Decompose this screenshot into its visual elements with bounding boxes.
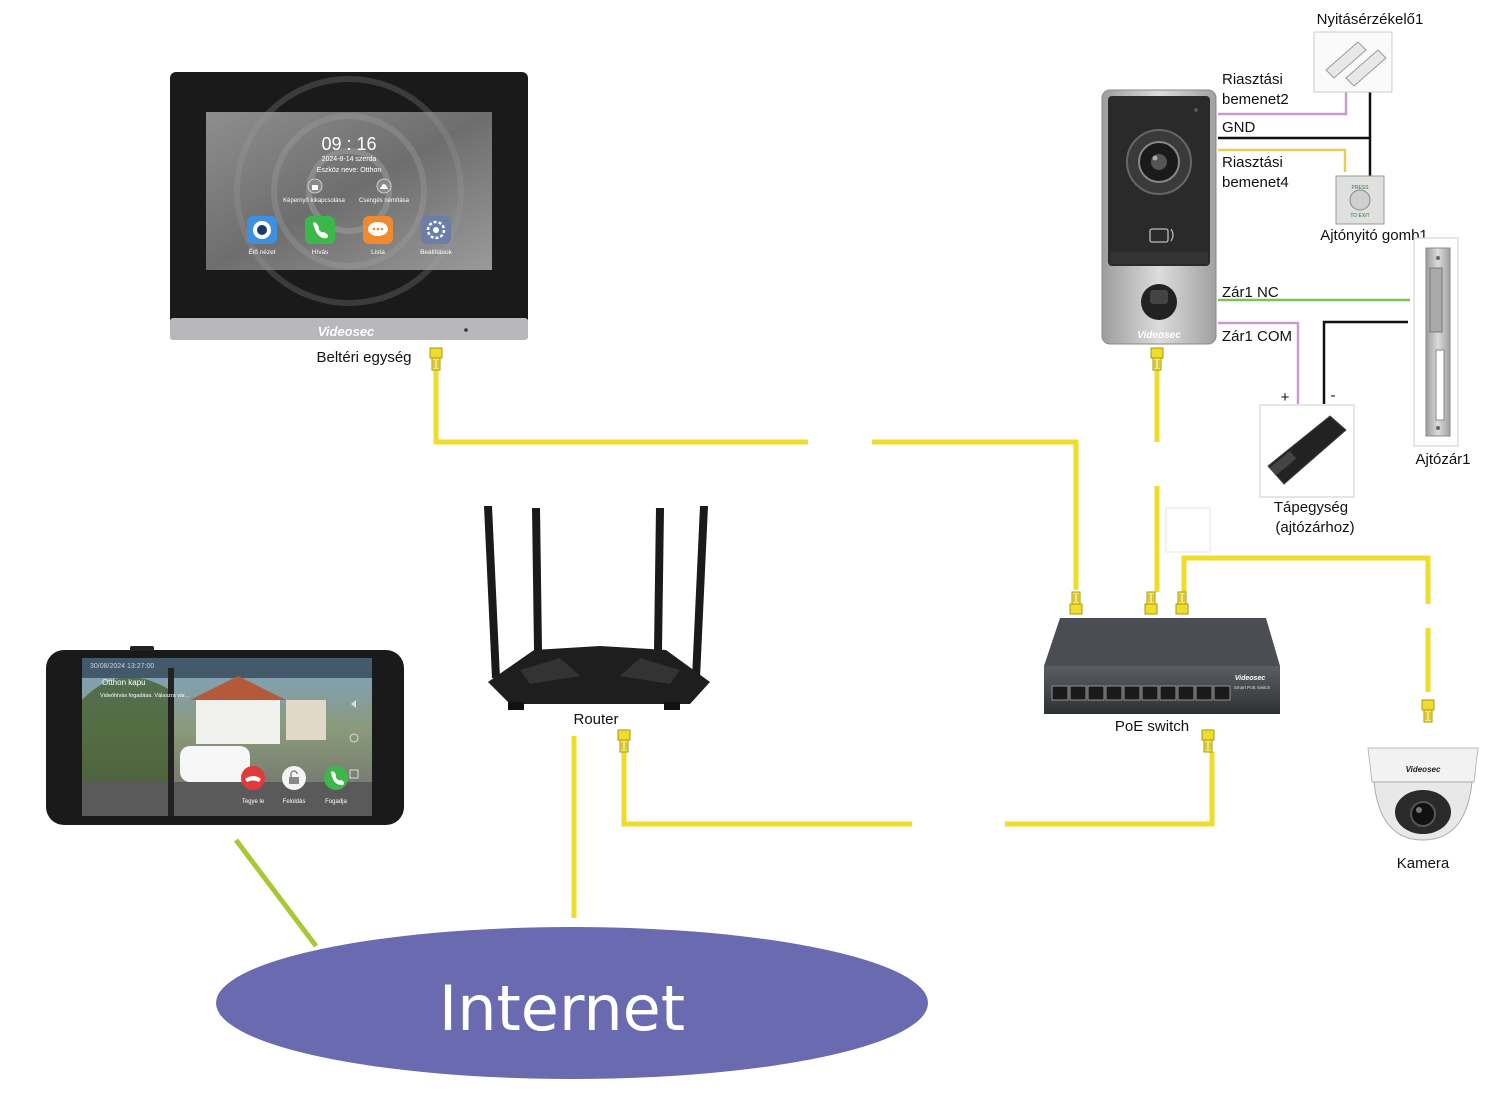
switch-ports (1051, 685, 1231, 701)
switch-sub: Smart PoE Switch (1234, 685, 1271, 690)
app-live-view-label: Élő nézet (248, 247, 275, 256)
cable-router-to-switch-left (621, 752, 912, 827)
app-list-label: Lista (371, 249, 385, 256)
power-supply-label-1: Tápegység (1274, 499, 1348, 516)
phone-message: Videóhívás fogadása. Válaszra vár... (100, 693, 190, 699)
exit-button-top-text: PRESS (1352, 185, 1370, 191)
internet-cloud (216, 927, 928, 1079)
nfc-card-icon (1149, 228, 1174, 243)
bell-icon (376, 178, 392, 194)
power-supply-plus: + (1281, 389, 1290, 406)
indoor-monitor: 09 : 16 2024-8-14 szerda Eszköz neve: Ot… (170, 72, 528, 340)
live-view-icon (247, 216, 277, 244)
phone-unlock-label: Feloldás (283, 799, 306, 805)
call-icon (305, 216, 335, 244)
internet-label: Internet (439, 972, 685, 1045)
door-lock (1413, 237, 1459, 447)
door-sensor (1313, 31, 1393, 93)
phone-hangup-label: Tegye le (242, 799, 265, 805)
router-label: Router (573, 711, 618, 728)
power-supply (1259, 404, 1355, 498)
app-settings-label: Beállítások (420, 249, 453, 256)
monitor-screen-lock-label: Képernyő kikapcsolása (283, 198, 345, 204)
alarm-input-2-label-2: bemenet2 (1222, 91, 1289, 108)
unlock-icon (282, 766, 306, 790)
indoor-unit-label: Beltéri egység (316, 349, 411, 366)
switch-brand: Videosec (1235, 675, 1266, 682)
door-station: Videosec (1101, 89, 1217, 345)
poe-switch-label: PoE switch (1115, 718, 1189, 735)
alarm-input-4-label-2: bemenet4 (1222, 174, 1289, 191)
hang-up-icon (241, 766, 265, 790)
monitor-brand: Videosec (318, 324, 375, 339)
home-icon (349, 733, 359, 743)
phone-answer-label: Fogadja (325, 799, 347, 805)
smartphone: 30/08/2024 13:27:00 Otthon kapu Videóhív… (46, 646, 404, 825)
camera-label: Kamera (1397, 855, 1450, 872)
cable-gap-box (1165, 507, 1211, 553)
door-station-brand: Videosec (1137, 330, 1181, 341)
monitor-device-name: Eszköz neve: Otthon (317, 167, 382, 174)
phone-internet-link (234, 838, 318, 948)
exit-button-label: Ajtónyitó gomb1 (1320, 227, 1428, 244)
cable-router-to-switch-right (1005, 752, 1215, 827)
phone-timestamp: 30/08/2024 13:27:00 (90, 663, 154, 670)
door-station-wiring (1218, 90, 1410, 404)
camera-brand: Videosec (1406, 765, 1441, 774)
exit-button: PRESS TO EXIT (1335, 175, 1385, 225)
monitor-mute-label: Csengés némítása (359, 198, 410, 204)
back-icon (351, 700, 356, 708)
phone-title: Otthon kapu (102, 678, 146, 687)
poe-switch: Videosec Smart PoE Switch (1044, 618, 1280, 714)
door-sensor-label: Nyitásérzékelő1 (1317, 11, 1424, 28)
exit-button-bottom-text: TO EXIT (1350, 213, 1369, 219)
list-icon (363, 216, 393, 244)
cable-indoor-to-switch-left (433, 370, 808, 445)
gnd-label: GND (1222, 119, 1256, 136)
alarm-input-2-label-1: Riasztási (1222, 71, 1283, 88)
monitor-time: 09 : 16 (321, 134, 376, 154)
door-lock-label: Ajtózár1 (1415, 451, 1470, 468)
power-supply-label-2: (ajtózárhoz) (1275, 519, 1354, 536)
cable-camera-to-switch (1181, 555, 1431, 604)
camera: Videosec (1367, 747, 1479, 841)
router (484, 506, 710, 710)
settings-icon (421, 216, 451, 244)
recent-apps-icon (349, 769, 359, 779)
answer-icon (324, 766, 348, 790)
lock-com-label: Zár1 COM (1222, 328, 1292, 345)
monitor-date: 2024-8-14 szerda (322, 156, 377, 163)
power-supply-minus: - (1331, 387, 1336, 404)
lock-nc-label: Zár1 NC (1222, 284, 1279, 301)
ethernet-cables (433, 362, 1431, 918)
app-call-label: Hívás (312, 249, 329, 256)
lock-icon (307, 178, 323, 194)
cable-indoor-to-switch-right (872, 439, 1079, 590)
alarm-input-4-label-1: Riasztási (1222, 154, 1283, 171)
